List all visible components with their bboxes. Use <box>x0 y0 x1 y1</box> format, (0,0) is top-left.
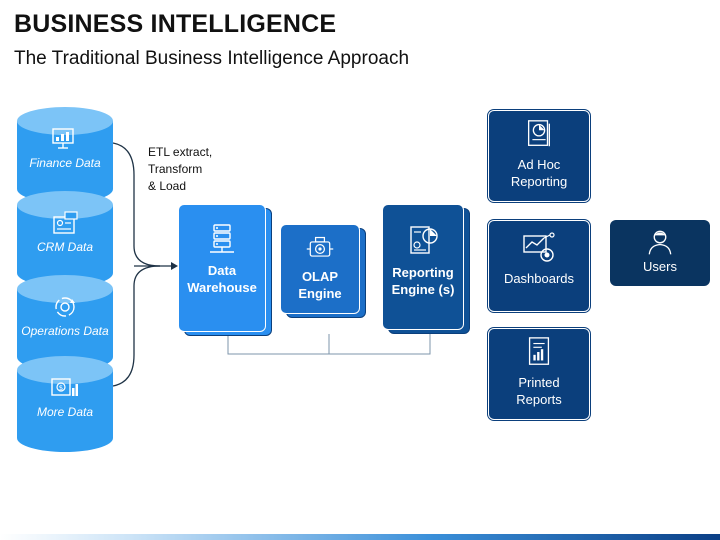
crm-icon <box>53 211 78 234</box>
source-label: Operations Data <box>21 324 109 338</box>
source-label: CRM Data <box>36 240 93 254</box>
bottom-accent-bar <box>0 534 720 540</box>
arrow-head <box>171 262 178 270</box>
adhoc-line1: Ad Hoc <box>517 157 561 172</box>
page-subtitle: The Traditional Business Intelligence Ap… <box>14 48 410 69</box>
user-icon <box>648 230 672 255</box>
etl-label: ETL extract, Transform & Load <box>148 144 212 195</box>
printed-report-icon <box>528 337 550 365</box>
engine-gear-icon <box>306 236 334 257</box>
printed-line1: Printed <box>518 375 560 390</box>
report-document-icon <box>410 226 438 254</box>
reporting-line1: Reporting <box>392 265 454 280</box>
dashboards-label: Dashboards <box>503 271 575 286</box>
olap-engine-box: OLAP Engine <box>280 224 366 318</box>
operations-data-cylinder: Operations Data <box>17 275 113 371</box>
finance-chart-icon <box>52 128 74 149</box>
printed-reports-box: Printed Reports <box>488 328 590 420</box>
olap-line1: OLAP <box>301 269 339 284</box>
reporting-line2: Engine (s) <box>391 282 455 297</box>
bus-line <box>227 334 431 355</box>
more-data-icon: $ <box>51 378 78 396</box>
warehouse-line1: Data <box>207 263 237 278</box>
users-label: Users <box>643 259 677 274</box>
page-title: BUSINESS INTELLIGENCE <box>14 10 337 38</box>
dashboards-box: Dashboards <box>488 220 590 312</box>
etl-line: Transform <box>148 162 203 176</box>
pie-chart-document-icon <box>527 120 551 147</box>
etl-line: & Load <box>148 179 187 193</box>
printed-line2: Reports <box>516 392 562 407</box>
data-warehouse-box: Data Warehouse <box>178 204 272 336</box>
reporting-engine-box: Reporting Engine (s) <box>382 204 470 334</box>
crm-data-cylinder: CRM Data <box>17 191 113 287</box>
olap-line2: Engine <box>298 286 342 301</box>
connector-more <box>112 265 161 387</box>
adhoc-reporting-box: Ad Hoc Reporting <box>488 110 590 202</box>
source-label: Finance Data <box>29 156 101 170</box>
adhoc-line2: Reporting <box>510 174 568 189</box>
source-label: More Data <box>36 405 94 419</box>
users-box: Users <box>610 220 710 286</box>
dashboard-icon <box>523 232 555 262</box>
warehouse-line2: Warehouse <box>187 280 257 295</box>
data-warehouse-icon <box>210 224 234 253</box>
finance-data-cylinder: Finance Data <box>17 107 113 203</box>
svg-text:$: $ <box>59 384 63 392</box>
operations-cycle-icon <box>55 297 75 317</box>
etl-line: ETL extract, <box>148 145 213 159</box>
more-data-cylinder: $ More Data <box>17 356 113 452</box>
